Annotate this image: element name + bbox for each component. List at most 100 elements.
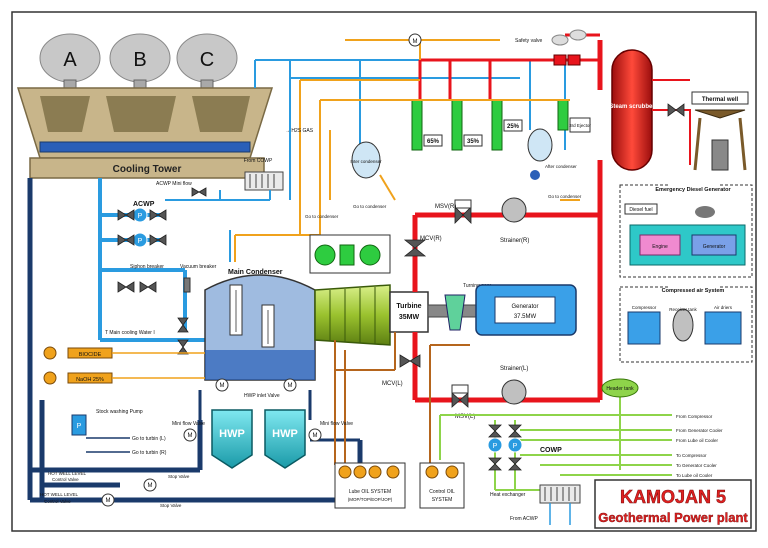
mini-flow-valve-right-label: Mini flow Valve: [320, 421, 353, 427]
hwp-motor-icon: [215, 378, 229, 392]
control-oil-label: Control OIL: [429, 489, 455, 495]
cowp-pump-icon[interactable]: [507, 437, 523, 453]
air-driers-label: Air driers: [714, 305, 733, 310]
strainer-l-label: Strainer(L): [500, 366, 528, 372]
cowp-pump-icon[interactable]: [487, 437, 503, 453]
main-cooling-water-label: T Main cooling Water I: [105, 330, 155, 336]
strainer-l[interactable]: [501, 379, 527, 405]
hwp-left[interactable]: HWP: [211, 409, 253, 469]
header-tank[interactable]: [601, 378, 639, 398]
ejector-35-label: 35%: [467, 139, 480, 145]
svg-text:P: P: [77, 423, 82, 430]
turbine-label: Turbine: [396, 303, 421, 310]
hwp-motor-icon: [283, 378, 297, 392]
svg-text:M: M: [188, 433, 193, 439]
turning-gear-icon: [444, 294, 466, 331]
hot-well-level-label-1: HOT WELL LEVEL: [48, 471, 87, 476]
cooling-tower: A B C Cooling Tower: [16, 33, 274, 179]
gas-extraction-pumps: [309, 234, 391, 274]
cowp-return-exchanger: [244, 171, 284, 191]
after-condenser-label: After condenser: [545, 164, 577, 169]
header-tank-label: Header tank: [606, 386, 634, 392]
stop-valve-motor-icon: [143, 478, 157, 492]
engine-label: Engine: [652, 244, 668, 250]
turbine[interactable]: [389, 291, 429, 333]
emergency-diesel-generator[interactable]: Emergency Diesel Generator Diesel fuel E…: [619, 184, 753, 278]
from-acwp-label: From ACWP: [510, 516, 538, 522]
oil-lines: [334, 332, 470, 465]
from-compressor-label: From Compressor: [676, 414, 713, 419]
diesel-fuel-label: Diesel fuel: [629, 207, 652, 213]
svg-text:M: M: [288, 383, 293, 389]
svg-text:P: P: [138, 238, 143, 245]
steam-scrubber-label: Steam scrubber: [609, 104, 655, 110]
strainer-r[interactable]: [501, 197, 527, 223]
cowp-lines: [439, 395, 672, 491]
naoh-label: NaOH 25%: [76, 377, 104, 383]
inter-condenser-label: Inter condenser: [350, 159, 382, 164]
to-compressor-label: To Compressor: [676, 453, 707, 458]
mini-flow-motor-icon: [308, 428, 322, 442]
msv-mcv-valves[interactable]: [399, 206, 472, 408]
after-condenser-pump-icon: [530, 170, 540, 180]
svg-text:M: M: [220, 383, 225, 389]
mcv-r-label: MCV(R): [420, 236, 442, 242]
vent-cloud-icon: [551, 29, 587, 46]
h2s-gas-label: → H2S GAS: [285, 128, 314, 134]
cooling-tower-label: Cooling Tower: [113, 164, 182, 175]
after-condenser[interactable]: [527, 128, 553, 162]
ejector-25-label: 25%: [507, 124, 520, 130]
vacuum-breaker-icon: [183, 277, 191, 293]
main-condenser[interactable]: [204, 274, 316, 381]
from-generator-cooler-label: From Generator Cooler: [676, 428, 723, 433]
hwp-inlet-valve-label: HWP inlet Valve: [244, 393, 280, 399]
plant-title-line2: Geothermal Power plant: [598, 510, 748, 525]
msv-l-label: MSV(L): [455, 414, 475, 420]
hwp-right[interactable]: HWP: [264, 409, 306, 469]
mcv-l-label: MCV(L): [382, 381, 403, 387]
thermal-well: Thermal well: [691, 91, 749, 171]
plant-title-box: KAMOJAN 5 Geothermal Power plant: [594, 479, 752, 529]
control-valve-label-1: Control Valve: [52, 477, 79, 482]
from-lube-oil-cooler-label: From Lube oil Cooler: [676, 438, 719, 443]
compressed-air-system[interactable]: Compressed air System Compressor Receive…: [619, 285, 753, 363]
stop-valve-label-1: Stop Valve: [168, 474, 190, 479]
svg-text:M: M: [413, 39, 418, 45]
control-valve-label-2: Control Valve: [44, 499, 71, 504]
generator-mw-label: 37.5MW: [514, 314, 537, 320]
steam-scrubber[interactable]: Steam scrubber: [609, 49, 655, 171]
inter-condenser[interactable]: [351, 141, 381, 179]
turbine-exhaust-hood: [314, 284, 391, 346]
heat-exchanger[interactable]: [539, 484, 581, 504]
to-turbin-r-label: Go to turbin (R): [132, 450, 167, 456]
svg-text:M: M: [106, 498, 111, 504]
svg-text:M: M: [313, 433, 318, 439]
ejector-65-label: 65%: [427, 139, 440, 145]
exhaust-smoke-icon: [695, 206, 715, 218]
generator-label: Generator: [511, 304, 538, 310]
stock-washing-pump-label: Stock washing Pump: [96, 409, 143, 415]
svg-text:M: M: [148, 483, 153, 489]
to-turbin-l-label: Go to turbin (L): [132, 436, 166, 442]
mini-flow-valve-left-label: Mini flow Valve: [172, 421, 205, 427]
siphon-breaker-label: Siphon breaker: [130, 264, 164, 270]
lube-oil-label: Lube OIL SYSTEM: [349, 489, 391, 495]
main-condenser-label: Main Condenser: [228, 269, 283, 276]
compressed-air-label: Compressed air System: [662, 288, 725, 294]
control-oil-system[interactable]: Control OIL SYSTEM: [419, 462, 465, 509]
vacuum-breaker-label: Vacuum breaker: [180, 264, 217, 270]
svg-text:P: P: [138, 213, 143, 220]
diesel-generator-label: Generator: [703, 244, 726, 250]
svg-text:P: P: [513, 443, 518, 450]
turbine-mw-label: 35MW: [399, 314, 420, 321]
mini-flow-motor-icon: [183, 428, 197, 442]
stock-washing-pump-icon[interactable]: [71, 414, 87, 436]
msv-r-label: MSV(R): [435, 204, 456, 210]
tower-cell-b-label: B: [133, 49, 146, 71]
ejector-3rd-label: 3rd Ejector: [569, 123, 591, 128]
hwp-left-label: HWP: [219, 428, 245, 440]
lube-oil-system[interactable]: Lube OIL SYSTEM (MOP/TOP/EOP/JOP): [334, 462, 406, 509]
control-oil-sub-label: SYSTEM: [432, 497, 453, 503]
